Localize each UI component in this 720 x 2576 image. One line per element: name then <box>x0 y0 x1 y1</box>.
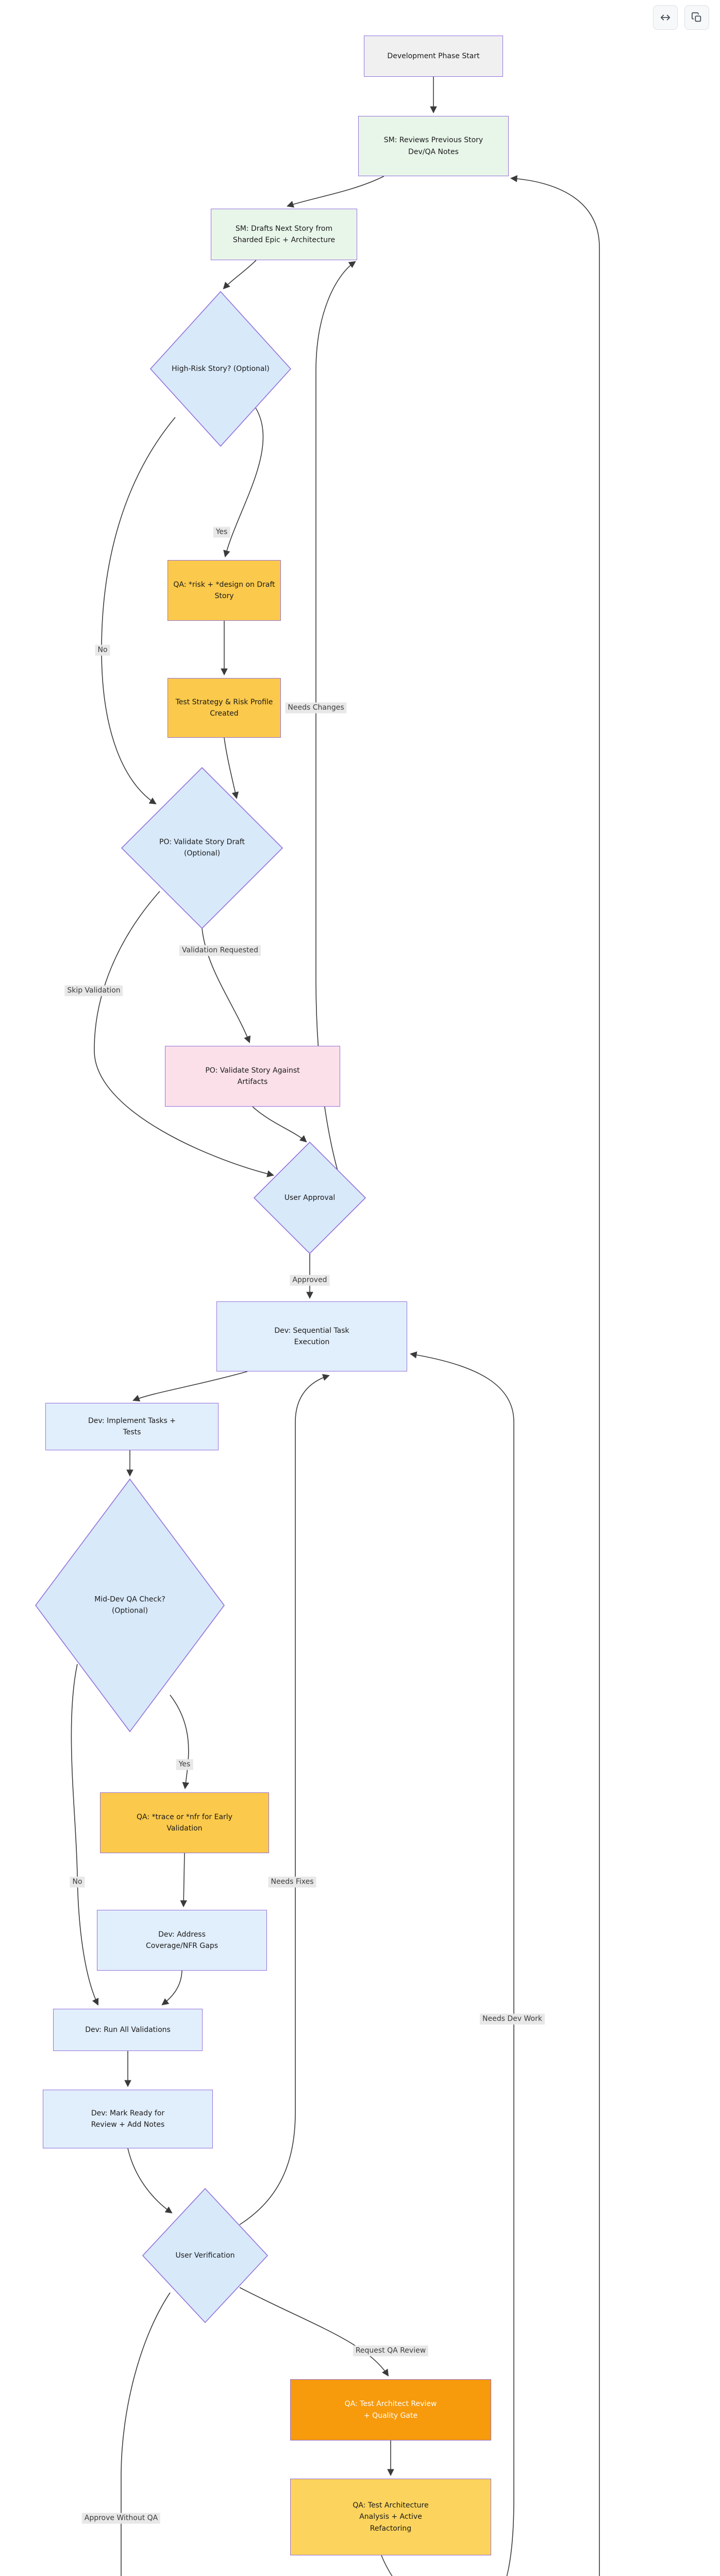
edge-done-loop-to-smreviews <box>510 175 600 2576</box>
node-qa-test-architect-review: QA: Test Architect Review + Quality Gate <box>290 2379 491 2441</box>
high-risk-decision-shape <box>149 291 292 447</box>
fit-width-button[interactable] <box>653 5 678 30</box>
edge-label-yes-high-risk: Yes <box>213 527 230 538</box>
arrows-horizontal-icon <box>660 12 671 23</box>
edge-ready-to-userverif <box>127 2148 173 2214</box>
edge-povalidate-validationrequested <box>202 928 251 1043</box>
node-po-validate-against-artifacts: PO: Validate Story Against Artifacts <box>165 1046 340 1107</box>
decision-high-risk-story-label: High-Risk Story? (Optional) <box>172 364 270 373</box>
edge-poartifacts-to-userapproval <box>252 1106 307 1143</box>
copy-icon <box>691 12 702 23</box>
edge-smreviews-to-smdrafts <box>287 176 384 208</box>
node-development-phase-start: Development Phase Start <box>364 36 503 77</box>
edge-qadecision-needsdevwork <box>409 1351 514 2576</box>
edge-devgaps-to-validations <box>161 1970 182 2006</box>
edge-label-request-qa-review: Request QA Review <box>353 2345 429 2357</box>
edge-label-yes-mid-qa: Yes <box>176 1759 193 1770</box>
edge-userverif-requestqa <box>239 2287 389 2377</box>
edge-userapproval-needschanges <box>315 261 356 1171</box>
node-dev-sequential-task-execution: Dev: Sequential Task Execution <box>216 1301 407 1371</box>
edge-qarefactor-to-qadecision <box>381 2555 393 2576</box>
decision-user-verification-label: User Verification <box>175 2251 235 2260</box>
edge-userverif-approvewithout <box>121 2292 171 2576</box>
node-dev-mark-ready-for-review: Dev: Mark Ready for Review + Add Notes <box>43 2090 213 2148</box>
po-validate-decision-shape <box>121 767 283 929</box>
edge-midqa-yes <box>170 1694 190 1790</box>
edge-label-needs-fixes: Needs Fixes <box>268 1876 316 1888</box>
edge-label-skip-validation: Skip Validation <box>64 985 123 996</box>
edge-highrisk-no <box>101 417 176 805</box>
copy-button[interactable] <box>684 5 709 30</box>
edge-label-validation-requested: Validation Requested <box>179 945 261 956</box>
edge-label-needs-dev-work: Needs Dev Work <box>480 2013 545 2025</box>
user-verification-decision-shape <box>142 2188 269 2324</box>
node-qa-trace-nfr: QA: *trace or *nfr for Early Validation <box>100 1792 269 1853</box>
edge-povalidate-skipvalidation <box>94 891 274 1177</box>
edge-userverif-needsfixes <box>239 1374 330 2225</box>
node-dev-implement-tasks-tests: Dev: Implement Tasks + Tests <box>45 1403 219 1450</box>
user-approval-decision-shape <box>253 1141 366 1255</box>
node-test-strategy-risk-profile: Test Strategy & Risk Profile Created <box>168 678 281 738</box>
edge-label-no-mid-qa: No <box>70 1876 85 1888</box>
edge-midqa-no <box>71 1664 99 2006</box>
edge-qatrace-to-devgaps <box>180 1853 188 1908</box>
edge-label-needs-changes: Needs Changes <box>285 702 347 714</box>
decision-po-validate-story-draft-label: PO: Validate Story Draft (Optional) <box>159 838 245 858</box>
node-sm-drafts-next-story: SM: Drafts Next Story from Sharded Epic … <box>211 209 357 260</box>
node-qa-test-architecture-analysis: QA: Test Architecture Analysis + Active … <box>290 2479 491 2555</box>
edge-label-no-high-risk: No <box>95 645 110 656</box>
node-sm-reviews-previous-story: SM: Reviews Previous Story Dev/QA Notes <box>358 116 509 176</box>
mid-dev-qa-decision-shape <box>35 1478 225 1733</box>
edge-strategy-to-povalidate <box>224 737 239 799</box>
edge-highrisk-yes <box>223 406 264 557</box>
node-dev-address-coverage-gaps: Dev: Address Coverage/NFR Gaps <box>97 1910 267 1971</box>
decision-user-approval-label: User Approval <box>284 1193 336 1202</box>
edge-label-approved-user-approval: Approved <box>290 1275 330 1286</box>
node-qa-risk-design: QA: *risk + *design on Draft Story <box>168 560 281 621</box>
decision-mid-dev-qa-check-label: Mid-Dev QA Check? (Optional) <box>94 1595 165 1615</box>
edge-smdrafts-to-highrisk <box>223 260 257 290</box>
edge-label-approve-without-qa: Approve Without QA <box>81 2513 161 2524</box>
node-dev-run-all-validations: Dev: Run All Validations <box>53 2009 203 2051</box>
edge-devseq-to-devimpl <box>132 1371 248 1402</box>
